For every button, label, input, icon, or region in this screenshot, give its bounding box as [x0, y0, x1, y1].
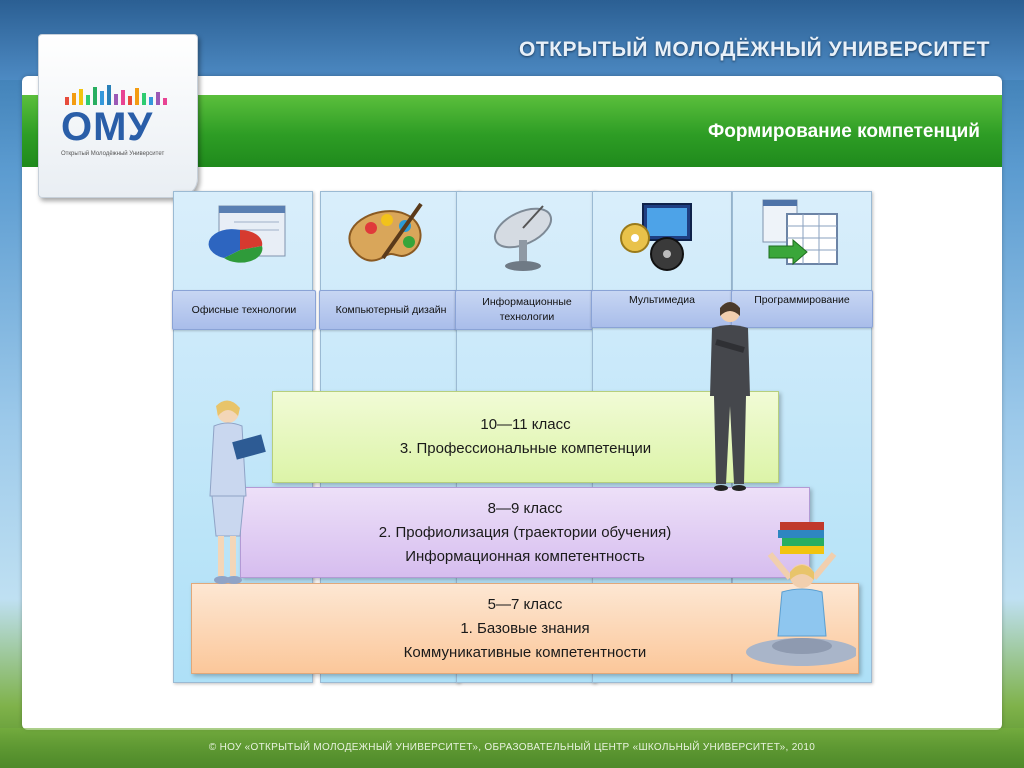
- girl-with-book-illustration: [209, 400, 266, 584]
- column-label-programming: Программирование: [731, 290, 873, 328]
- step-grade: 10—11 класс: [480, 416, 571, 433]
- multimedia-icon: [620, 203, 692, 271]
- step-title: 1. Базовые знания: [460, 619, 590, 637]
- satellite-dish-icon: [493, 205, 553, 271]
- palette-icon: [348, 202, 423, 262]
- footer-copyright: © НОУ «ОТКРЫТЫЙ МОЛОДЕЖНЫЙ УНИВЕРСИТЕТ»,…: [208, 742, 816, 753]
- step-subtitle: Информационная компетентность: [405, 547, 645, 565]
- column-label-it: Информационные технологии: [455, 290, 599, 330]
- column-label-design: Компьютерный дизайн: [319, 290, 463, 330]
- logo-card: ОМУ Открытый Молодёжный Университет: [38, 34, 198, 198]
- university-title: ОТКРЫТЫЙ МОЛОДЁЖНЫЙ УНИВЕРСИТЕТ: [519, 38, 990, 61]
- step-basic: 5—7 класс 1. Базовые знания Коммуникатив…: [191, 583, 859, 674]
- logo-bars-icon: [65, 85, 167, 105]
- step-title: 2. Профиолизация (траектории обучения): [378, 523, 672, 541]
- slide-title: Формирование компетенций: [708, 121, 980, 142]
- step-subtitle: Коммуникативные компетентности: [403, 643, 647, 661]
- businesswoman-illustration: [710, 302, 750, 491]
- step-profile: 8—9 класс 2. Профиолизация (траектории о…: [240, 487, 810, 578]
- column-label-office: Офисные технологии: [172, 290, 316, 330]
- step-title: 3. Профессиональные компетенции: [399, 440, 652, 457]
- column-label-multimedia: Мультимедиа: [591, 290, 733, 328]
- pie-chart-icon: [208, 205, 286, 263]
- girl-with-books-illustration: [746, 522, 856, 666]
- spreadsheet-icon: [762, 199, 838, 266]
- step-grade: 8—9 класс: [487, 499, 563, 517]
- step-grade: 5—7 класс: [487, 595, 563, 613]
- logo-subtitle: Открытый Молодёжный Университет: [61, 151, 165, 157]
- step-professional: 10—11 класс 3. Профессиональные компетен…: [272, 391, 779, 483]
- grass-background: [0, 728, 1024, 768]
- logo-text: ОМУ: [61, 105, 154, 149]
